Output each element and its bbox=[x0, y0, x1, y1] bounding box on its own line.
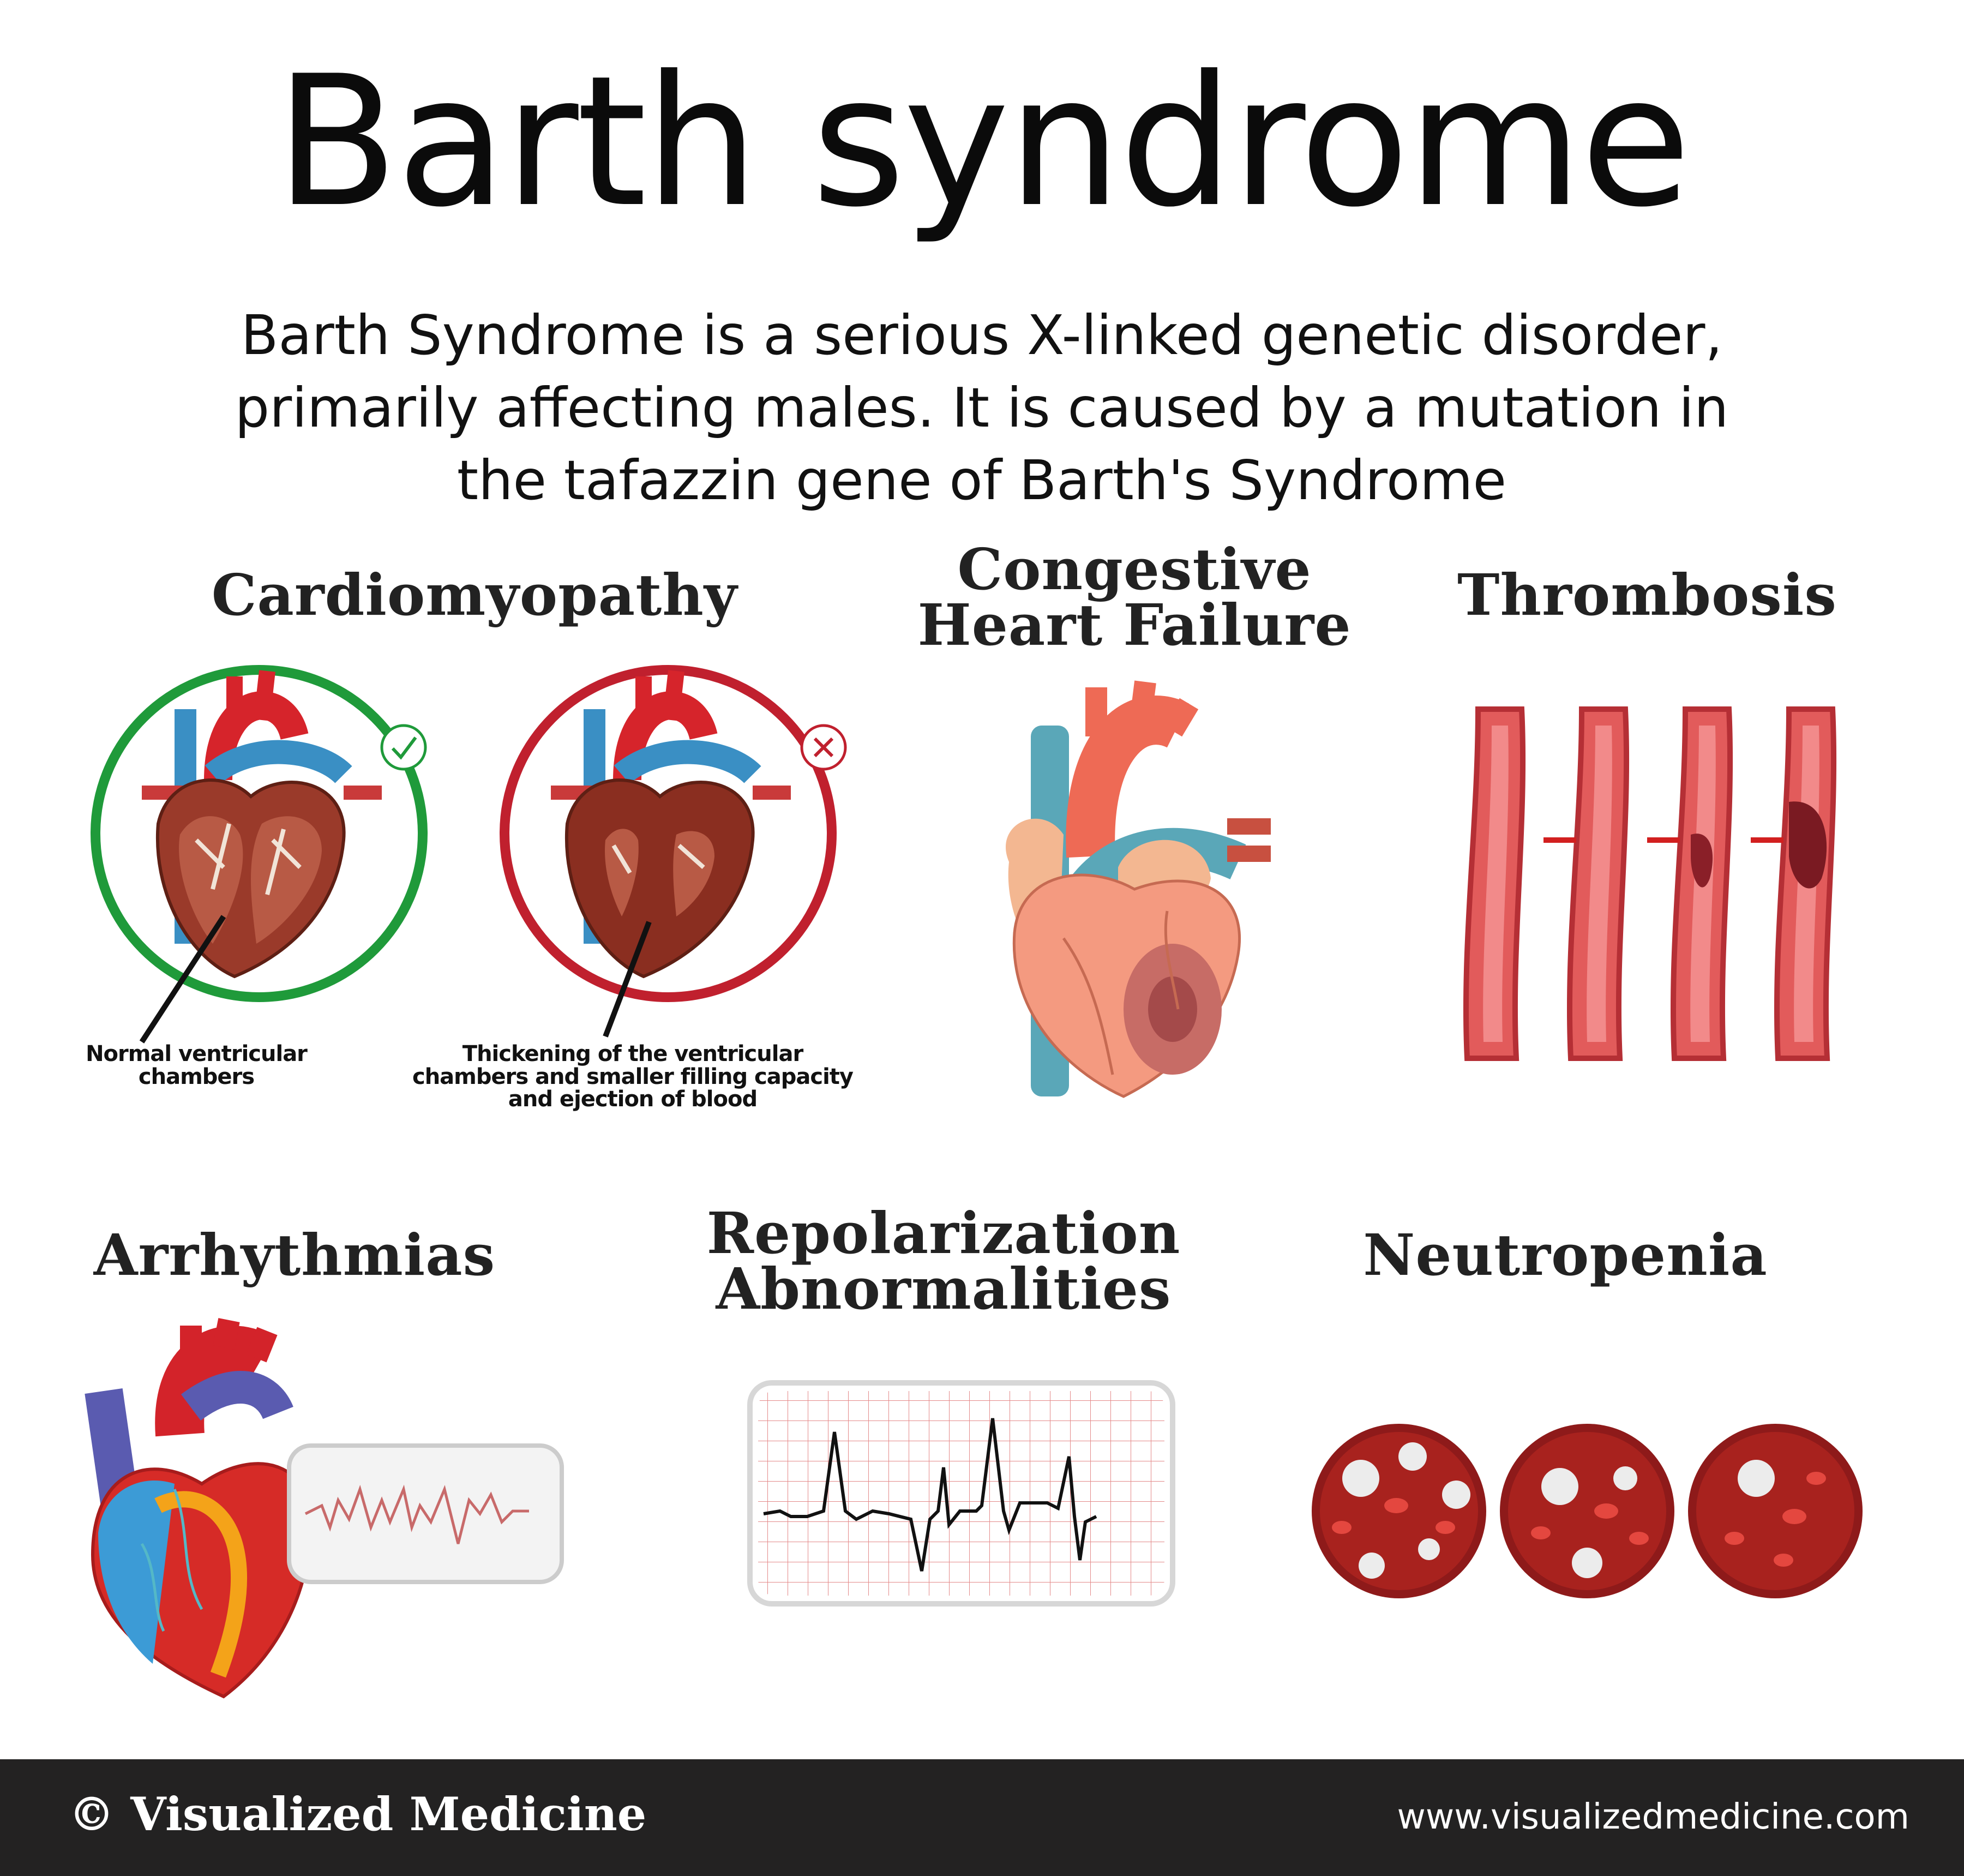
heading-line: Abnormalities bbox=[716, 1255, 1172, 1322]
heading-repolarization: Repolarization Abnormalities bbox=[698, 1200, 1189, 1322]
page-title: Barth syndrome bbox=[275, 37, 1691, 247]
heading-line: Heart Failure bbox=[917, 591, 1352, 658]
caption-line: chambers and smaller filling capacity bbox=[412, 1064, 854, 1089]
heading-neutropenia: Neutropenia bbox=[1363, 1221, 1768, 1288]
caption-line: Normal ventricular bbox=[86, 1041, 308, 1066]
blood-cells-illustration bbox=[1312, 1424, 1863, 1598]
caption-line: chambers bbox=[138, 1064, 255, 1089]
description: Barth Syndrome is a serious X-linked gen… bbox=[82, 299, 1882, 517]
footer-bar bbox=[0, 1759, 1964, 1876]
heading-line: Repolarization bbox=[706, 1200, 1181, 1267]
normal-ventricle-caption: Normal ventricular chambers bbox=[55, 1041, 338, 1089]
footer-brand: © Visualized Medicine bbox=[69, 1787, 647, 1841]
arrhythmia-heart-illustration bbox=[85, 1318, 564, 1699]
caption-line: Thickening of the ventricular bbox=[462, 1041, 803, 1066]
heading-line: Congestive bbox=[957, 536, 1312, 603]
heart-illustration bbox=[1005, 680, 1271, 1098]
cross-icon bbox=[800, 724, 847, 771]
abnormal-heart-illustration bbox=[500, 665, 847, 1038]
caption-line: and ejection of blood bbox=[508, 1087, 758, 1112]
check-icon bbox=[380, 724, 427, 771]
description-line: the tafazzin gene of Barth's Syndrome bbox=[457, 448, 1507, 512]
description-line: primarily affecting males. It is caused … bbox=[235, 376, 1729, 440]
heading-cardiomyopathy: Cardiomyopathy bbox=[211, 561, 738, 628]
heading-congestive-heart-failure: Congestive Heart Failure bbox=[900, 536, 1369, 658]
ecg-monitor-illustration bbox=[747, 1380, 1175, 1607]
blood-vessel-illustration bbox=[1463, 706, 1837, 1061]
heading-thrombosis: Thrombosis bbox=[1457, 561, 1837, 628]
footer-url-link[interactable]: www.visualizedmedicine.com bbox=[1397, 1797, 1910, 1837]
description-line: Barth Syndrome is a serious X-linked gen… bbox=[241, 303, 1723, 367]
heading-arrhythmias: Arrhythmias bbox=[93, 1221, 496, 1288]
abnormal-ventricle-caption: Thickening of the ventricular chambers a… bbox=[382, 1041, 884, 1112]
normal-heart-illustration bbox=[91, 665, 428, 1044]
